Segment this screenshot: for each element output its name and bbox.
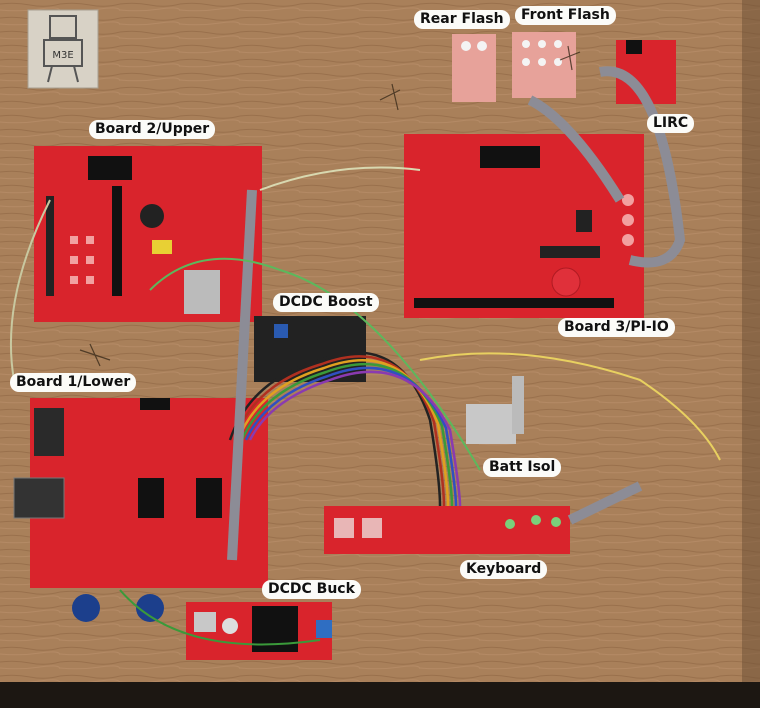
label-front-flash: Front Flash (515, 6, 616, 25)
label-rear-flash: Rear Flash (414, 10, 510, 29)
label-board1: Board 1/Lower (10, 373, 137, 392)
ribbon-cable-rainbow (228, 351, 462, 507)
wires-misc (9, 166, 721, 646)
pencil-notes (79, 45, 581, 367)
label-batt-isol: Batt Isol (483, 458, 562, 477)
logo-text: M3E (52, 50, 73, 61)
floor-strip (0, 682, 760, 708)
label-dcdc-boost: DCDC Boost (273, 293, 379, 312)
batt-isol-switch (466, 376, 524, 444)
label-board3: Board 3/PI-IO (558, 318, 675, 337)
logo-robot: M3E (27, 9, 99, 89)
rear-flash-board (452, 34, 496, 102)
right-edge-shadow (742, 0, 760, 682)
dcdc-buck-module (186, 602, 332, 660)
board2-upper (34, 146, 262, 322)
ribbon-cable-grey (227, 66, 686, 561)
label-keyboard: Keyboard (460, 560, 548, 579)
front-flash-board (512, 32, 576, 98)
label-dcdc-buck: DCDC Buck (262, 580, 361, 599)
label-board2: Board 2/Upper (89, 120, 216, 139)
label-lirc: LIRC (647, 114, 695, 133)
board3-pi-io (404, 134, 644, 318)
keyboard-board (324, 506, 570, 554)
